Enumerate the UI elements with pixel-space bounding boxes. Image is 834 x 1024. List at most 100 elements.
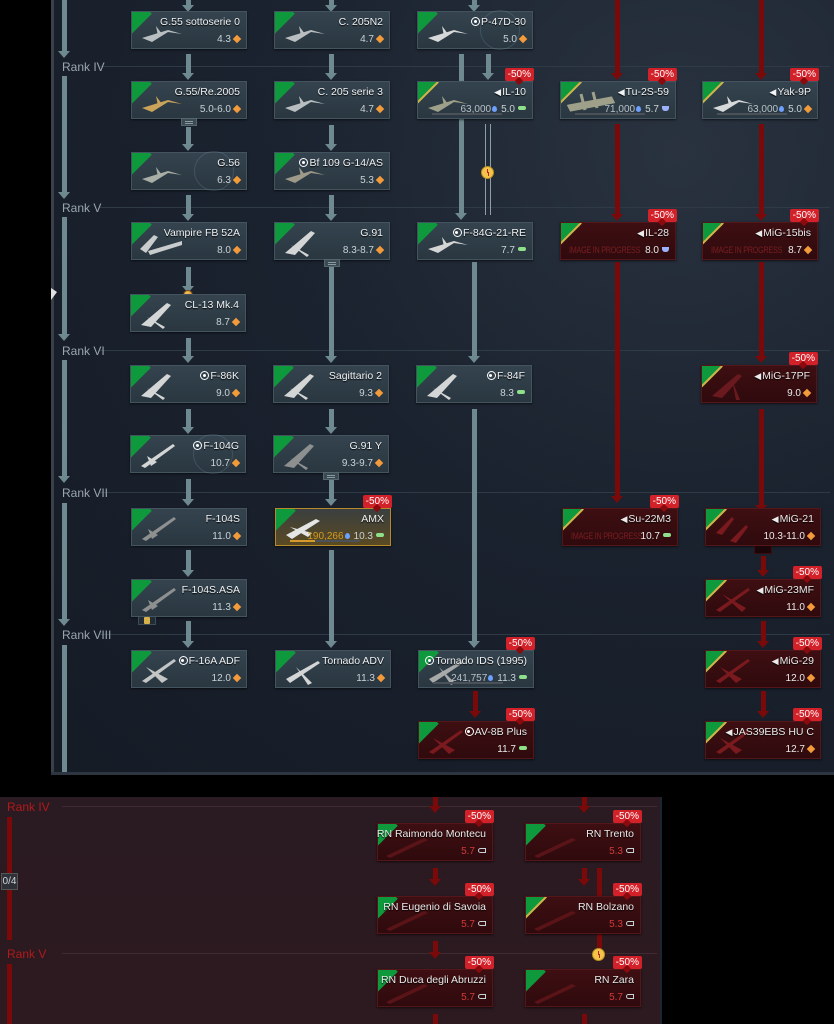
vehicle-name: G.56 (217, 157, 240, 169)
vehicle-name: RN Eugenio di Savoia (383, 901, 486, 913)
br-orange-icon (375, 245, 385, 255)
modifications-tab[interactable] (323, 472, 339, 480)
vehicle-name: ◀MiG-15bis (755, 227, 811, 239)
vehicle-card-il28[interactable]: IMAGE IN PROGRESS -50% ◀IL-28 8.0 (560, 209, 677, 260)
vehicle-card-cl13mk4[interactable]: CL-13 Mk.4 8.7 (130, 294, 246, 332)
vehicle-card-mig21[interactable]: ◀MiG-21 10.3-11.0 (705, 508, 821, 546)
vehicle-card-su22m3[interactable]: IMAGE IN PROGRESS -50% ◀Su-22M3 10.7 (562, 495, 679, 546)
connector-locked (469, 691, 481, 718)
ghost-emblem (193, 434, 233, 474)
vehicle-card-av8bplus[interactable]: -50% AV-8B Plus 11.7 (418, 708, 535, 759)
rank-progress-bar (58, 76, 70, 199)
vehicle-card-f16aadf[interactable]: F-16A ADF 12.0 (131, 650, 247, 688)
battle-rating: 10.3-11.0 (763, 531, 816, 542)
rank-progress-bar (58, 503, 70, 626)
battle-rating: 8.7 (216, 317, 241, 328)
panel-divider (51, 772, 834, 775)
rank-label: Rank IV (7, 800, 50, 814)
battle-rating: 12.0 (786, 673, 816, 684)
connector (182, 267, 194, 293)
rank-separator (62, 806, 657, 807)
vehicle-card-mig17pf[interactable]: -50% ◀MiG-17PF 9.0 (701, 352, 818, 403)
vehicle-card-duca[interactable]: -50% RN Duca degli Abruzzi 5.7 (377, 956, 494, 1007)
foreign-vehicle-icon (464, 727, 474, 736)
premium-ribbon (561, 223, 583, 245)
vehicle-name: Tornado IDS (1995) (425, 655, 527, 667)
crew-icon (144, 617, 150, 624)
vehicle-card-vampire[interactable]: Vampire FB 52A 8.0 (131, 222, 247, 260)
discount-badge: -50% (788, 352, 818, 365)
aircraft-icon (142, 26, 182, 42)
connector (325, 0, 337, 12)
battle-rating: 5.0-6.0 (200, 104, 242, 115)
rank-separator (100, 66, 830, 67)
br-orange-icon (376, 673, 386, 683)
vehicle-card-f104s[interactable]: F-104S 11.0 (131, 508, 247, 546)
vehicle-name: F-104G (193, 440, 239, 452)
battle-rating: 10.7 (641, 531, 671, 542)
ship-class-icon (626, 994, 634, 999)
vehicle-card-trento[interactable]: -50% RN Trento 5.3 (525, 810, 642, 861)
vehicle-card-mig29[interactable]: -50% ◀MiG-29 12.0 (705, 637, 822, 688)
vehicle-card-sagittario2[interactable]: Sagittario 2 9.3 (273, 365, 389, 403)
vehicle-card-bf109g14as[interactable]: Bf 109 G-14/AS 5.3 (274, 152, 390, 190)
rp-icon (344, 533, 350, 539)
vehicle-card-g55re2005[interactable]: G.55/Re.2005 5.0-6.0 (131, 81, 247, 119)
vehicle-card-jas39[interactable]: -50% ◀JAS39EBS HU C 12.7 (705, 708, 822, 759)
modifications-tab[interactable] (181, 118, 197, 126)
vehicle-name: F-104S (205, 513, 240, 525)
vehicle-name: F-86K (200, 370, 239, 382)
vehicle-card-mig23mf[interactable]: -50% ◀MiG-23MF 11.0 (705, 566, 822, 617)
discount-badge: -50% (464, 883, 494, 896)
vehicle-card-mig15bis[interactable]: IMAGE IN PROGRESS -50% ◀MiG-15bis 8.7 (702, 209, 819, 260)
battle-rating: 5.0 (503, 34, 528, 45)
vehicle-name: Tornado ADV (322, 655, 384, 667)
aircraft-icon (712, 374, 742, 400)
vehicle-card-zara[interactable]: -50% RN Zara 5.7 (525, 956, 642, 1007)
vehicle-card-tornadoadv[interactable]: Tornado ADV 11.3 (275, 650, 391, 688)
vehicle-card-eugenio[interactable]: -50% RN Eugenio di Savoia 5.7 (377, 883, 494, 934)
br-orange-icon (232, 531, 242, 541)
vehicle-name: CL-13 Mk.4 (184, 299, 239, 311)
vehicle-card-montecuccoli[interactable]: -50% RN Raimondo Montecu 5.7 (377, 810, 494, 861)
battle-rating: 5.3 (360, 175, 385, 186)
vehicle-card-f104sasa[interactable]: F-104S.ASA 11.3 (131, 579, 247, 617)
ghost-emblem (480, 10, 520, 50)
rank-progress-bar (58, 0, 70, 58)
foreign-vehicle-icon (193, 441, 203, 450)
vehicle-card-g91y[interactable]: G.91 Y 9.3-9.7 (273, 435, 389, 473)
rank-label: Rank V (62, 201, 102, 215)
vehicle-card-f104g[interactable]: F-104G 10.7 (130, 434, 246, 474)
vehicle-card-g55s0[interactable]: G.55 sottoserie 0 4.3 (131, 11, 247, 49)
vehicle-card-p47d30[interactable]: P-47D-30 5.0 (417, 10, 533, 50)
aircraft-icon (142, 517, 176, 541)
battle-rating: 9.3 (359, 388, 384, 399)
vehicle-card-c205s3[interactable]: C. 205 serie 3 4.7 (274, 81, 390, 119)
battle-rating: 9.0 (216, 388, 241, 399)
group-expand-tab[interactable] (754, 546, 772, 554)
battle-rating: 8.7 (788, 245, 813, 256)
soviet-origin-icon: ◀ (637, 228, 645, 238)
vehicle-card-c205n2[interactable]: C. 205N2 4.7 (274, 11, 390, 49)
vehicle-name: F-16A ADF (178, 655, 240, 667)
vehicle-card-f84f[interactable]: F-84F 8.3 (416, 365, 532, 403)
alarm-clock-icon (481, 166, 494, 179)
modifications-tab[interactable] (324, 259, 340, 267)
crew-slot-tab[interactable] (138, 617, 156, 625)
vehicle-card-f84g21re[interactable]: F-84G-21-RE 7.7 (417, 222, 533, 260)
aircraft-icon (429, 730, 463, 754)
connector (455, 210, 467, 220)
vehicle-card-f86k[interactable]: F-86K 9.0 (130, 365, 246, 403)
vehicle-card-g56[interactable]: G.56 6.3 (131, 151, 247, 191)
vehicle-name: RN Bolzano (577, 901, 634, 913)
vehicle-card-g91[interactable]: G.91 8.3-8.7 (274, 222, 390, 260)
image-placeholder: IMAGE IN PROGRESS (569, 245, 641, 255)
rank-label: Rank VI (62, 344, 105, 358)
vehicle-card-bolzano[interactable]: -50% RN Bolzano 5.3 (525, 883, 642, 934)
